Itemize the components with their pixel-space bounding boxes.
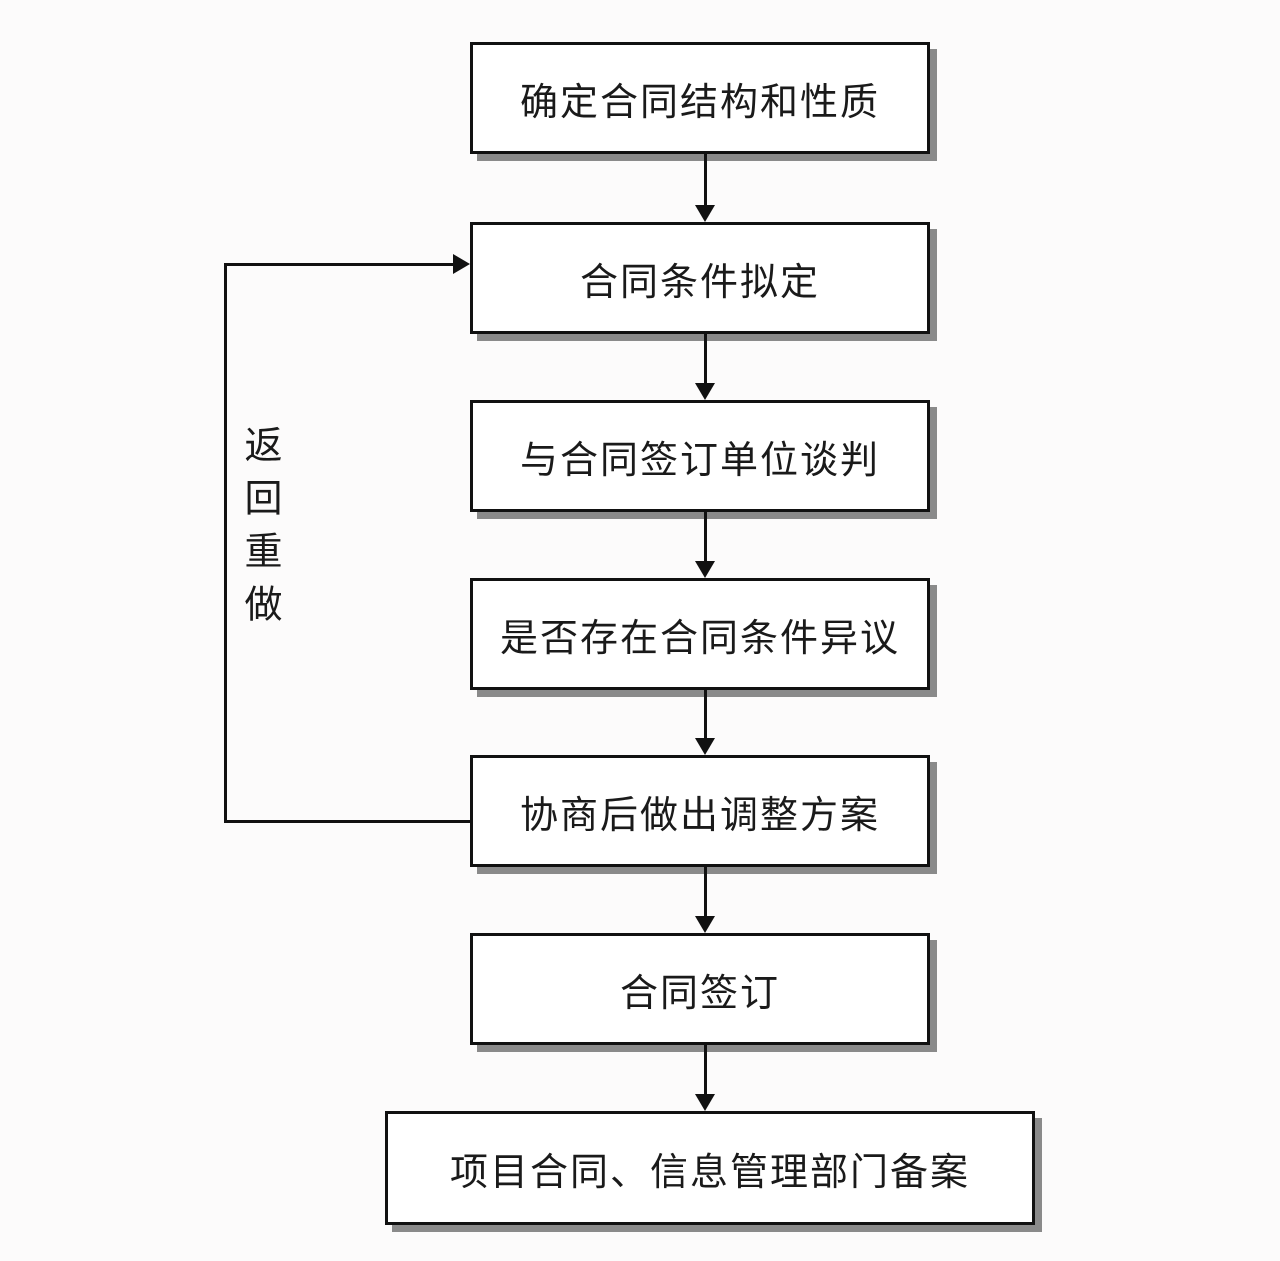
flow-node-step-6: 合同签订 [470,933,930,1045]
arrowhead-down-icon [695,738,715,755]
flow-node-step-2: 合同条件拟定 [470,222,930,334]
flow-node-label: 合同条件拟定 [579,261,820,304]
connector-line-4-5 [704,690,707,739]
flow-node-label: 与合同签订单位谈判 [519,439,880,482]
flow-node-step-4: 是否存在合同条件异议 [470,578,930,690]
arrowhead-down-icon [695,561,715,578]
flow-node-label: 项目合同、信息管理部门备案 [449,1151,970,1194]
flow-node-step-5: 协商后做出调整方案 [470,755,930,867]
flow-node-step-1: 确定合同结构和性质 [470,42,930,154]
arrowhead-down-icon [695,1094,715,1111]
arrowhead-down-icon [695,383,715,400]
flow-node-label: 协商后做出调整方案 [519,794,880,837]
loopback-vertical-line [224,263,227,823]
connector-line-1-2 [704,154,707,206]
flow-node-label: 合同签订 [619,972,780,1015]
flow-node-label: 是否存在合同条件异议 [499,617,900,660]
arrowhead-down-icon [695,916,715,933]
connector-line-2-3 [704,334,707,384]
arrowhead-right-icon [453,254,470,274]
flow-node-step-3: 与合同签订单位谈判 [470,400,930,512]
flow-node-step-7: 项目合同、信息管理部门备案 [385,1111,1035,1225]
loopback-label: 返回重做 [238,425,280,637]
loopback-bottom-line [224,820,470,823]
loopback-top-line [224,263,454,266]
connector-line-5-6 [704,867,707,917]
arrowhead-down-icon [695,205,715,222]
connector-line-6-7 [704,1045,707,1095]
connector-line-3-4 [704,512,707,562]
flow-node-label: 确定合同结构和性质 [519,81,880,124]
